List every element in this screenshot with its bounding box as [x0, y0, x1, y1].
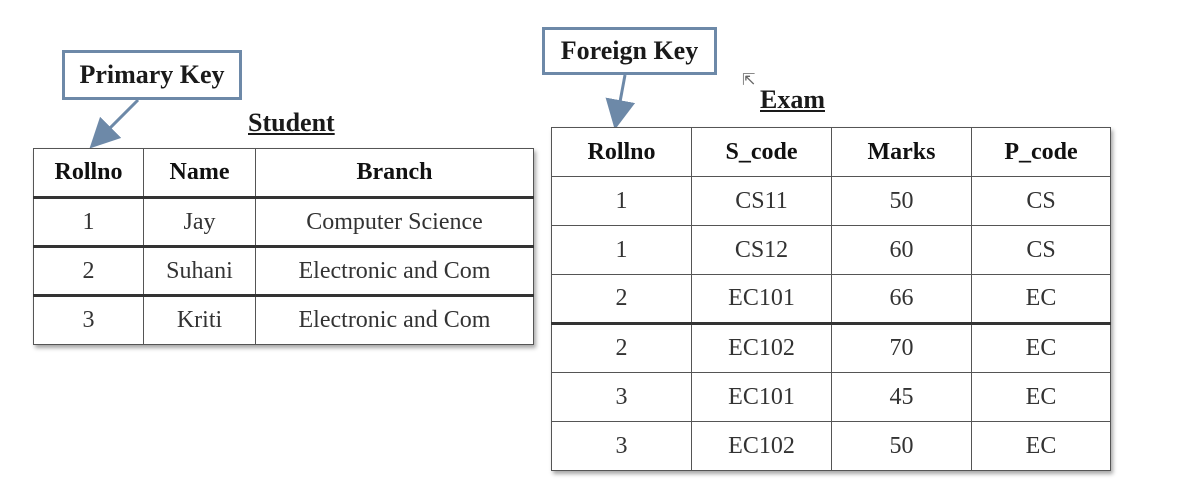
table-cell: Kriti: [143, 294, 256, 345]
table-row: 2 Suhani Electronic and Com: [33, 245, 534, 296]
student-table-caption: Student: [248, 108, 335, 137]
column-header: Name: [143, 148, 256, 198]
mouse-cursor-icon: ⇱: [742, 70, 756, 89]
column-header: Branch: [255, 148, 534, 198]
column-header: S_code: [691, 127, 832, 177]
table-row: 3 EC102 50 EC: [551, 421, 1111, 471]
table-cell: EC: [971, 421, 1111, 471]
table-cell: 2: [33, 245, 144, 296]
table-header-row: Rollno S_code Marks P_code: [551, 127, 1111, 177]
table-cell: EC102: [691, 322, 832, 373]
table-cell: 3: [33, 294, 144, 345]
foreign-key-arrow: [605, 74, 636, 130]
table-cell: EC101: [691, 274, 832, 324]
table-cell: EC: [971, 322, 1111, 373]
table-row: 1 CS11 50 CS: [551, 176, 1111, 226]
table-cell: CS11: [691, 176, 832, 226]
table-cell: EC: [971, 372, 1111, 422]
column-header: P_code: [971, 127, 1111, 177]
table-cell: Electronic and Com: [255, 294, 534, 345]
table-cell: 50: [831, 421, 972, 471]
table-cell: CS12: [691, 225, 832, 275]
table-cell: Jay: [143, 196, 256, 247]
table-cell: CS: [971, 176, 1111, 226]
table-cell: 50: [831, 176, 972, 226]
exam-table: Rollno S_code Marks P_code 1 CS11 50 CS …: [551, 127, 1111, 471]
table-cell: 60: [831, 225, 972, 275]
primary-key-arrow: [89, 98, 140, 149]
table-cell: EC: [971, 274, 1111, 324]
table-cell: Suhani: [143, 245, 256, 296]
table-cell: 2: [551, 322, 692, 373]
foreign-key-callout: Foreign Key: [542, 27, 717, 75]
table-row: 3 Kriti Electronic and Com: [33, 294, 534, 345]
table-cell: 1: [33, 196, 144, 247]
column-header: Rollno: [33, 148, 144, 198]
table-cell: 2: [551, 274, 692, 324]
table-cell: EC102: [691, 421, 832, 471]
table-cell: 3: [551, 421, 692, 471]
table-cell: Computer Science: [255, 196, 534, 247]
table-cell: Electronic and Com: [255, 245, 534, 296]
table-cell: 70: [831, 322, 972, 373]
table-cell: 66: [831, 274, 972, 324]
column-header: Rollno: [551, 127, 692, 177]
table-cell: 1: [551, 176, 692, 226]
table-row: 1 Jay Computer Science: [33, 196, 534, 247]
primary-key-label: Primary Key: [79, 60, 225, 89]
table-row: 2 EC101 66 EC: [551, 274, 1111, 324]
table-cell: CS: [971, 225, 1111, 275]
table-cell: 1: [551, 225, 692, 275]
table-row: 2 EC102 70 EC: [551, 322, 1111, 373]
table-cell: 3: [551, 372, 692, 422]
table-row: 3 EC101 45 EC: [551, 372, 1111, 422]
table-cell: 45: [831, 372, 972, 422]
student-table: Rollno Name Branch 1 Jay Computer Scienc…: [33, 148, 534, 345]
column-header: Marks: [831, 127, 972, 177]
table-cell: EC101: [691, 372, 832, 422]
primary-key-callout: Primary Key: [62, 50, 242, 100]
table-row: 1 CS12 60 CS: [551, 225, 1111, 275]
exam-table-caption: Exam: [760, 85, 825, 114]
foreign-key-label: Foreign Key: [560, 36, 699, 65]
table-header-row: Rollno Name Branch: [33, 148, 534, 198]
